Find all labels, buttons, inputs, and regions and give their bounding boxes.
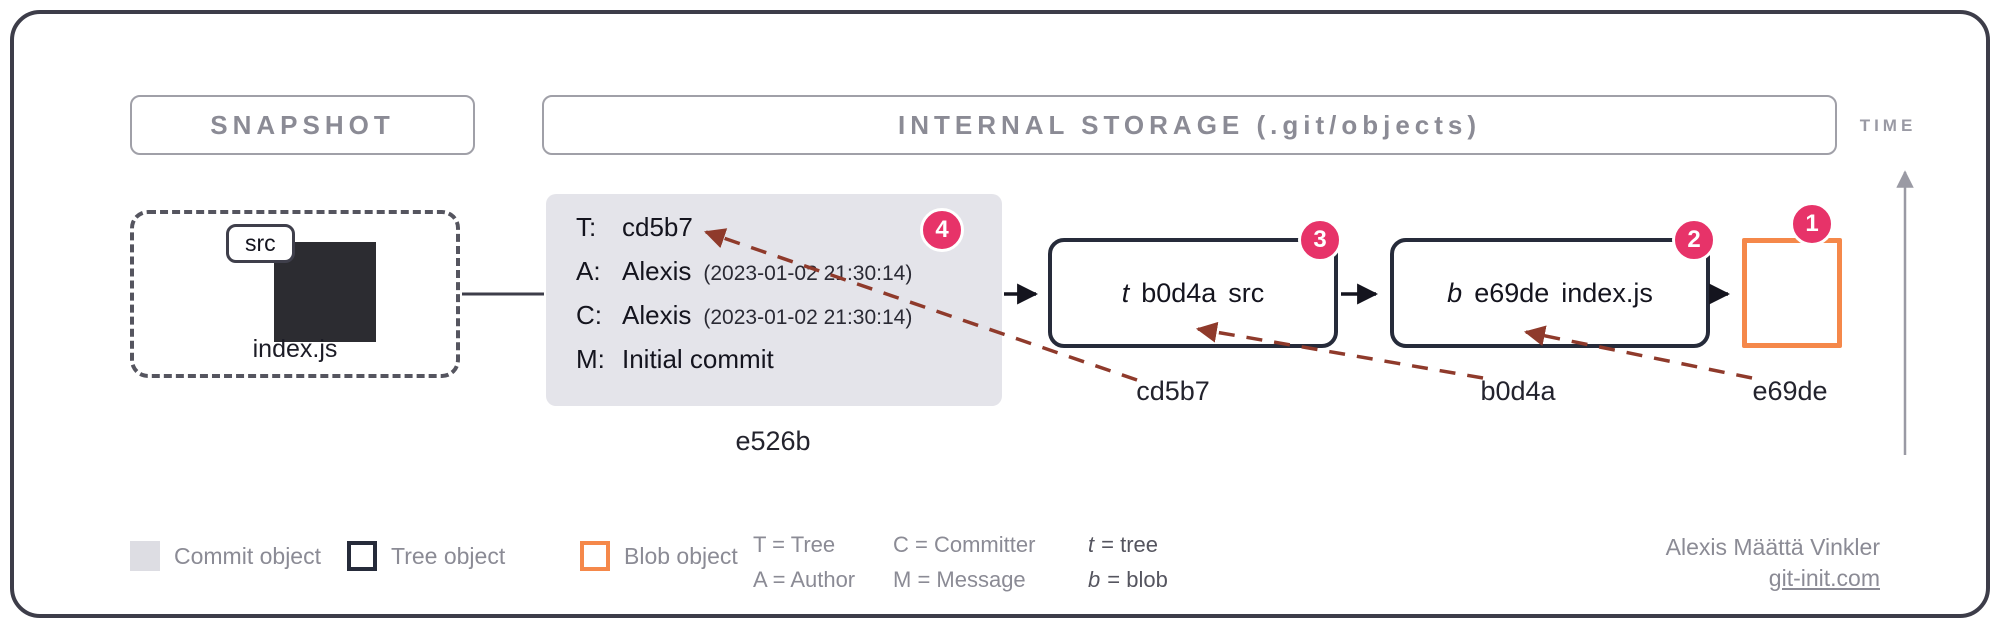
type-letter-t-desc: = tree: [1101, 532, 1158, 557]
snapshot-header-label: SNAPSHOT: [210, 109, 395, 140]
src-folder-tag: src: [226, 224, 295, 263]
commit-tree-key: T:: [576, 212, 597, 242]
abbreviation-column-1: T = Tree A = Author: [753, 532, 855, 593]
blob-type-letter: b: [1447, 277, 1463, 308]
time-axis-label: TIME: [1859, 116, 1917, 135]
commit-tree-row: T: cd5b7: [576, 212, 1002, 256]
commit-committer-key: C:: [576, 300, 602, 330]
snapshot-working-dir-box: src index.js: [130, 210, 460, 378]
blob-hash: e69de: [1474, 277, 1550, 308]
tree-pointer-label: cd5b7: [1136, 376, 1210, 406]
tree-entry-name: src: [1228, 277, 1265, 308]
tree-hash: b0d4a: [1141, 277, 1217, 308]
commit-tree-value: cd5b7: [622, 212, 693, 242]
commit-committer-value: Alexis: [622, 300, 692, 330]
commit-author-time: (2023-01-02 21:30:14): [703, 262, 913, 285]
step-badge-4: 4: [920, 208, 964, 252]
file-name-label: index.js: [252, 335, 338, 363]
blob-hash-pointer-label: e69de: [1752, 376, 1828, 406]
tree-object-box: t b0d4a src: [1048, 238, 1338, 348]
commit-author-row: A: Alexis (2023-01-02 21:30:14): [576, 256, 1002, 300]
abbr-tree: T = Tree: [753, 532, 836, 557]
type-letter-column: t = tree b = blob: [1088, 532, 1168, 593]
commit-object-swatch: [130, 541, 160, 571]
author-name: Alexis Määttä Vinkler: [1665, 534, 1880, 560]
abbr-message: M = Message: [893, 567, 1026, 592]
type-letter-b: b: [1088, 567, 1101, 592]
tree-hash-pointer-label: b0d4a: [1480, 376, 1556, 406]
type-letter-t: t: [1088, 532, 1095, 557]
abbr-author: A = Author: [753, 567, 856, 592]
tree-object-swatch: [347, 541, 377, 571]
type-letter-tree: t = tree: [1088, 532, 1168, 558]
commit-author-value: Alexis: [622, 256, 692, 286]
step-badge-3: 3: [1298, 218, 1342, 262]
commit-committer-time: (2023-01-02 21:30:14): [703, 306, 913, 329]
commit-author-key: A:: [576, 256, 601, 286]
step-badge-1: 1: [1790, 202, 1834, 246]
blob-entry-name: index.js: [1561, 277, 1653, 308]
commit-committer-row: C: Alexis (2023-01-02 21:30:14): [576, 300, 1002, 344]
commit-message-row: M: Initial commit: [576, 344, 1002, 388]
legend-tree-item: Tree object: [347, 540, 505, 572]
abbreviation-column-2: C = Committer M = Message: [893, 532, 1035, 593]
internal-storage-header: INTERNAL STORAGE (.git/objects): [542, 95, 1837, 155]
blob-legend-label: Blob object: [624, 542, 738, 569]
credits: Alexis Määttä Vinkler git-init.com: [1666, 532, 1880, 594]
commit-legend-label: Commit object: [174, 542, 321, 569]
snapshot-header: SNAPSHOT: [130, 95, 475, 155]
commit-message-key: M:: [576, 344, 605, 374]
tree-legend-label: Tree object: [391, 542, 506, 569]
commit-message-value: Initial commit: [622, 344, 774, 374]
type-letter-b-desc: = blob: [1107, 567, 1168, 592]
legend-blob-item: Blob object: [580, 540, 738, 572]
tree-type-letter: t: [1121, 277, 1130, 308]
internal-storage-header-label: INTERNAL STORAGE (.git/objects): [897, 109, 1482, 140]
blob-entry-box: b e69de index.js: [1390, 238, 1710, 348]
website-link[interactable]: git-init.com: [1768, 565, 1880, 591]
commit-hash-label: e526b: [735, 426, 811, 456]
step-badge-2: 2: [1672, 218, 1716, 262]
abbr-committer: C = Committer: [893, 532, 1036, 557]
outer-frame: [10, 10, 1990, 618]
legend-commit-item: Commit object: [130, 540, 321, 572]
type-letter-blob: b = blob: [1088, 567, 1168, 593]
blob-object-swatch: [580, 541, 610, 571]
blob-object-box: [1742, 238, 1842, 348]
